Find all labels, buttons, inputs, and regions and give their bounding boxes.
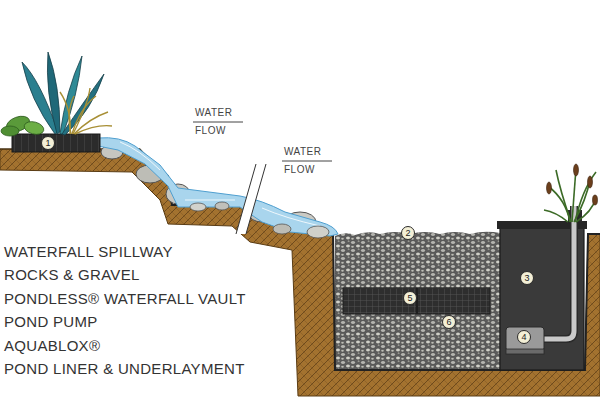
callout-number: 6: [442, 315, 456, 329]
flow-label: WATER FLOW: [284, 143, 330, 179]
callout-number: 4: [517, 330, 531, 344]
callout-number: 3: [520, 271, 534, 285]
callout-number: 2: [401, 226, 415, 240]
part-name: POND LINER & UNDERLAYMENT: [4, 360, 245, 378]
callout-number-text: 1: [45, 139, 50, 148]
callout-number-text: 4: [521, 333, 526, 342]
callout-number-text: 5: [407, 294, 412, 303]
part-name: WATERFALL SPILLWAY: [4, 243, 173, 261]
part-name: POND PUMP: [4, 313, 98, 331]
part-name: AQUABLOX®: [4, 337, 100, 355]
part-name: ROCKS & GRAVEL: [4, 266, 140, 284]
part-name: PONDLESS® WATERFALL VAULT: [4, 290, 246, 308]
callout-number: 1: [41, 136, 55, 150]
callout-number-text: 2: [405, 229, 410, 238]
flow-label: WATER FLOW: [195, 104, 241, 140]
callout-number-text: 6: [446, 318, 451, 327]
callout-number: 5: [403, 291, 417, 305]
callout-number-text: 3: [524, 274, 529, 283]
